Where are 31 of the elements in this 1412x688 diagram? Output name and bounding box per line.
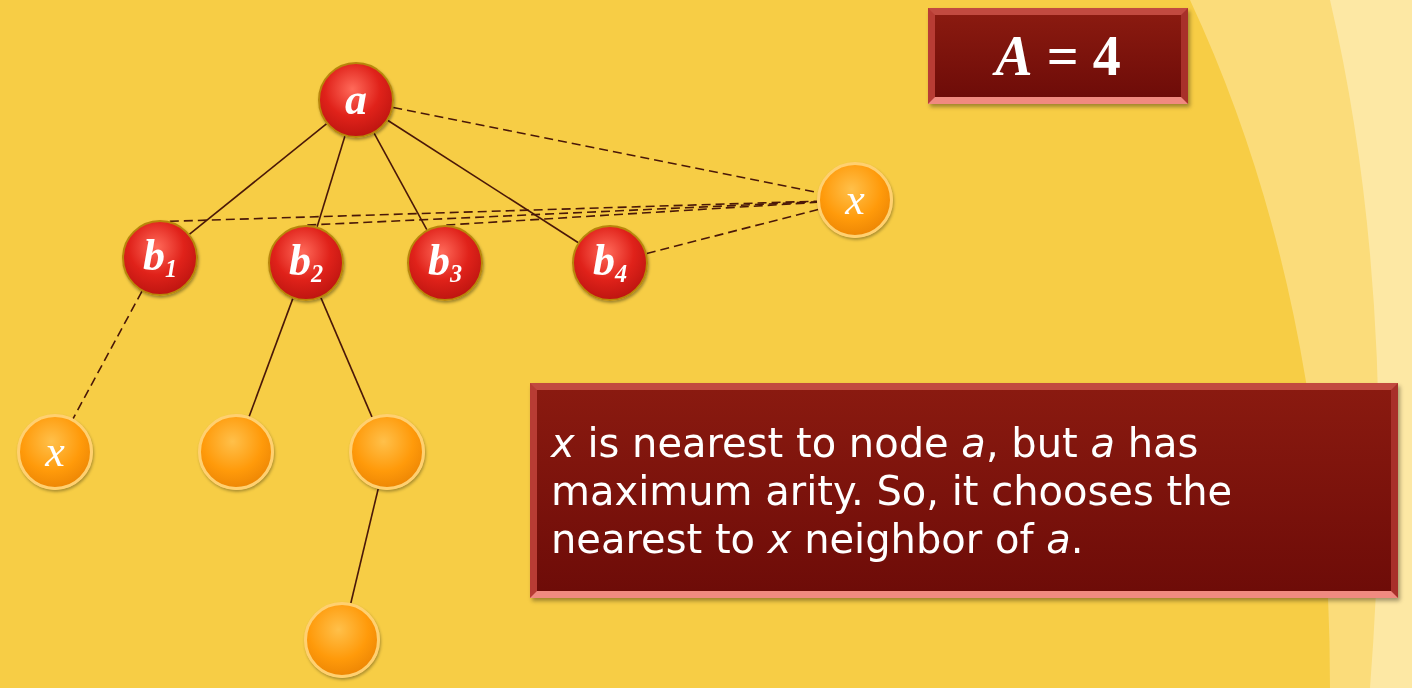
- tree-node: [318, 62, 394, 138]
- tree-node: [268, 225, 344, 301]
- tree-node: [17, 414, 93, 490]
- connector-line: [373, 132, 428, 231]
- connector-line: [320, 297, 373, 418]
- note-text: x is nearest to node a, but a has maximum arity. So, it chooses the nearest to x neighbor of a.: [551, 418, 1234, 563]
- tree-node: [122, 220, 198, 296]
- node-label: b$_{2}$: [288, 239, 324, 287]
- node-label: x: [45, 430, 65, 474]
- empty-tree-node: [349, 414, 425, 490]
- tree-node: [407, 225, 483, 301]
- connector-line: [445, 201, 818, 226]
- node-label: a: [345, 78, 367, 122]
- connector-line: [72, 290, 143, 420]
- connector-line: [248, 297, 294, 418]
- connector-line: [646, 208, 819, 255]
- empty-tree-node: [198, 414, 274, 490]
- tree-node: [817, 162, 893, 238]
- tree-node: [572, 225, 648, 301]
- connector-line: [387, 119, 579, 244]
- value-box: [928, 8, 1188, 104]
- node-label: b$_{3}$: [427, 239, 463, 287]
- node-label: b$_{1}$: [142, 234, 178, 282]
- node-label: x: [845, 178, 865, 222]
- note-box: [530, 383, 1398, 598]
- node-label: b$_{4}$: [592, 239, 628, 287]
- connector-line: [350, 488, 379, 604]
- connector-line: [169, 200, 818, 223]
- empty-tree-node: [304, 602, 380, 678]
- connector-line: [316, 135, 346, 228]
- connector-line: [188, 123, 328, 235]
